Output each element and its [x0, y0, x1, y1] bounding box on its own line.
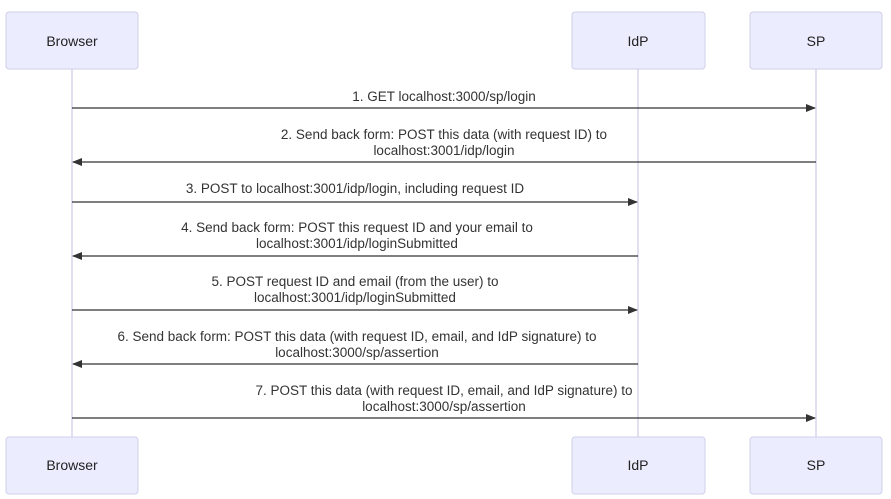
actor-box: [749, 436, 883, 495]
message-label: localhost:3000/sp/assertion: [275, 345, 439, 360]
actor-box: [571, 436, 706, 495]
actor-sp-bottom: SP: [749, 436, 883, 495]
actor-box: [749, 11, 883, 70]
message-label: 2. Send back form: POST this data (with …: [281, 127, 607, 142]
actor-box: [5, 11, 139, 70]
message-1: 1. GET localhost:3000/sp/login: [72, 89, 816, 112]
message-5: 5. POST request ID and email (from the u…: [72, 274, 638, 314]
actor-idp-top: IdP: [571, 11, 706, 70]
actor-label: SP: [807, 33, 826, 49]
message-2: 2. Send back form: POST this data (with …: [72, 127, 816, 166]
message-6: 6. Send back form: POST this data (with …: [72, 329, 638, 368]
actor-label: IdP: [627, 457, 648, 473]
actor-label: Browser: [46, 457, 98, 473]
message-label: 5. POST request ID and email (from the u…: [211, 274, 498, 289]
message-4: 4. Send back form: POST this request ID …: [72, 220, 638, 260]
actor-label: IdP: [627, 33, 648, 49]
message-label: localhost:3001/idp/loginSubmitted: [256, 236, 458, 251]
message-label: localhost:3001/idp/login: [373, 143, 514, 158]
actor-label: SP: [807, 457, 826, 473]
actor-browser-top: Browser: [5, 11, 139, 70]
actor-idp-bottom: IdP: [571, 436, 706, 495]
message-label: 1. GET localhost:3000/sp/login: [352, 89, 536, 104]
actor-sp-top: SP: [749, 11, 883, 70]
message-label: 3. POST to localhost:3001/idp/login, inc…: [186, 181, 524, 196]
message-label: 7. POST this data (with request ID, emai…: [256, 383, 633, 398]
actor-box: [571, 11, 706, 70]
message-label: 4. Send back form: POST this request ID …: [181, 220, 533, 235]
message-label: 6. Send back form: POST this data (with …: [118, 329, 597, 344]
actor-box: [5, 436, 139, 495]
actor-browser-bottom: Browser: [5, 436, 139, 495]
actor-label: Browser: [46, 33, 98, 49]
message-3: 3. POST to localhost:3001/idp/login, inc…: [72, 181, 638, 206]
message-7: 7. POST this data (with request ID, emai…: [72, 383, 816, 422]
message-label: localhost:3000/sp/assertion: [362, 399, 526, 414]
message-label: localhost:3001/idp/loginSubmitted: [254, 290, 456, 305]
